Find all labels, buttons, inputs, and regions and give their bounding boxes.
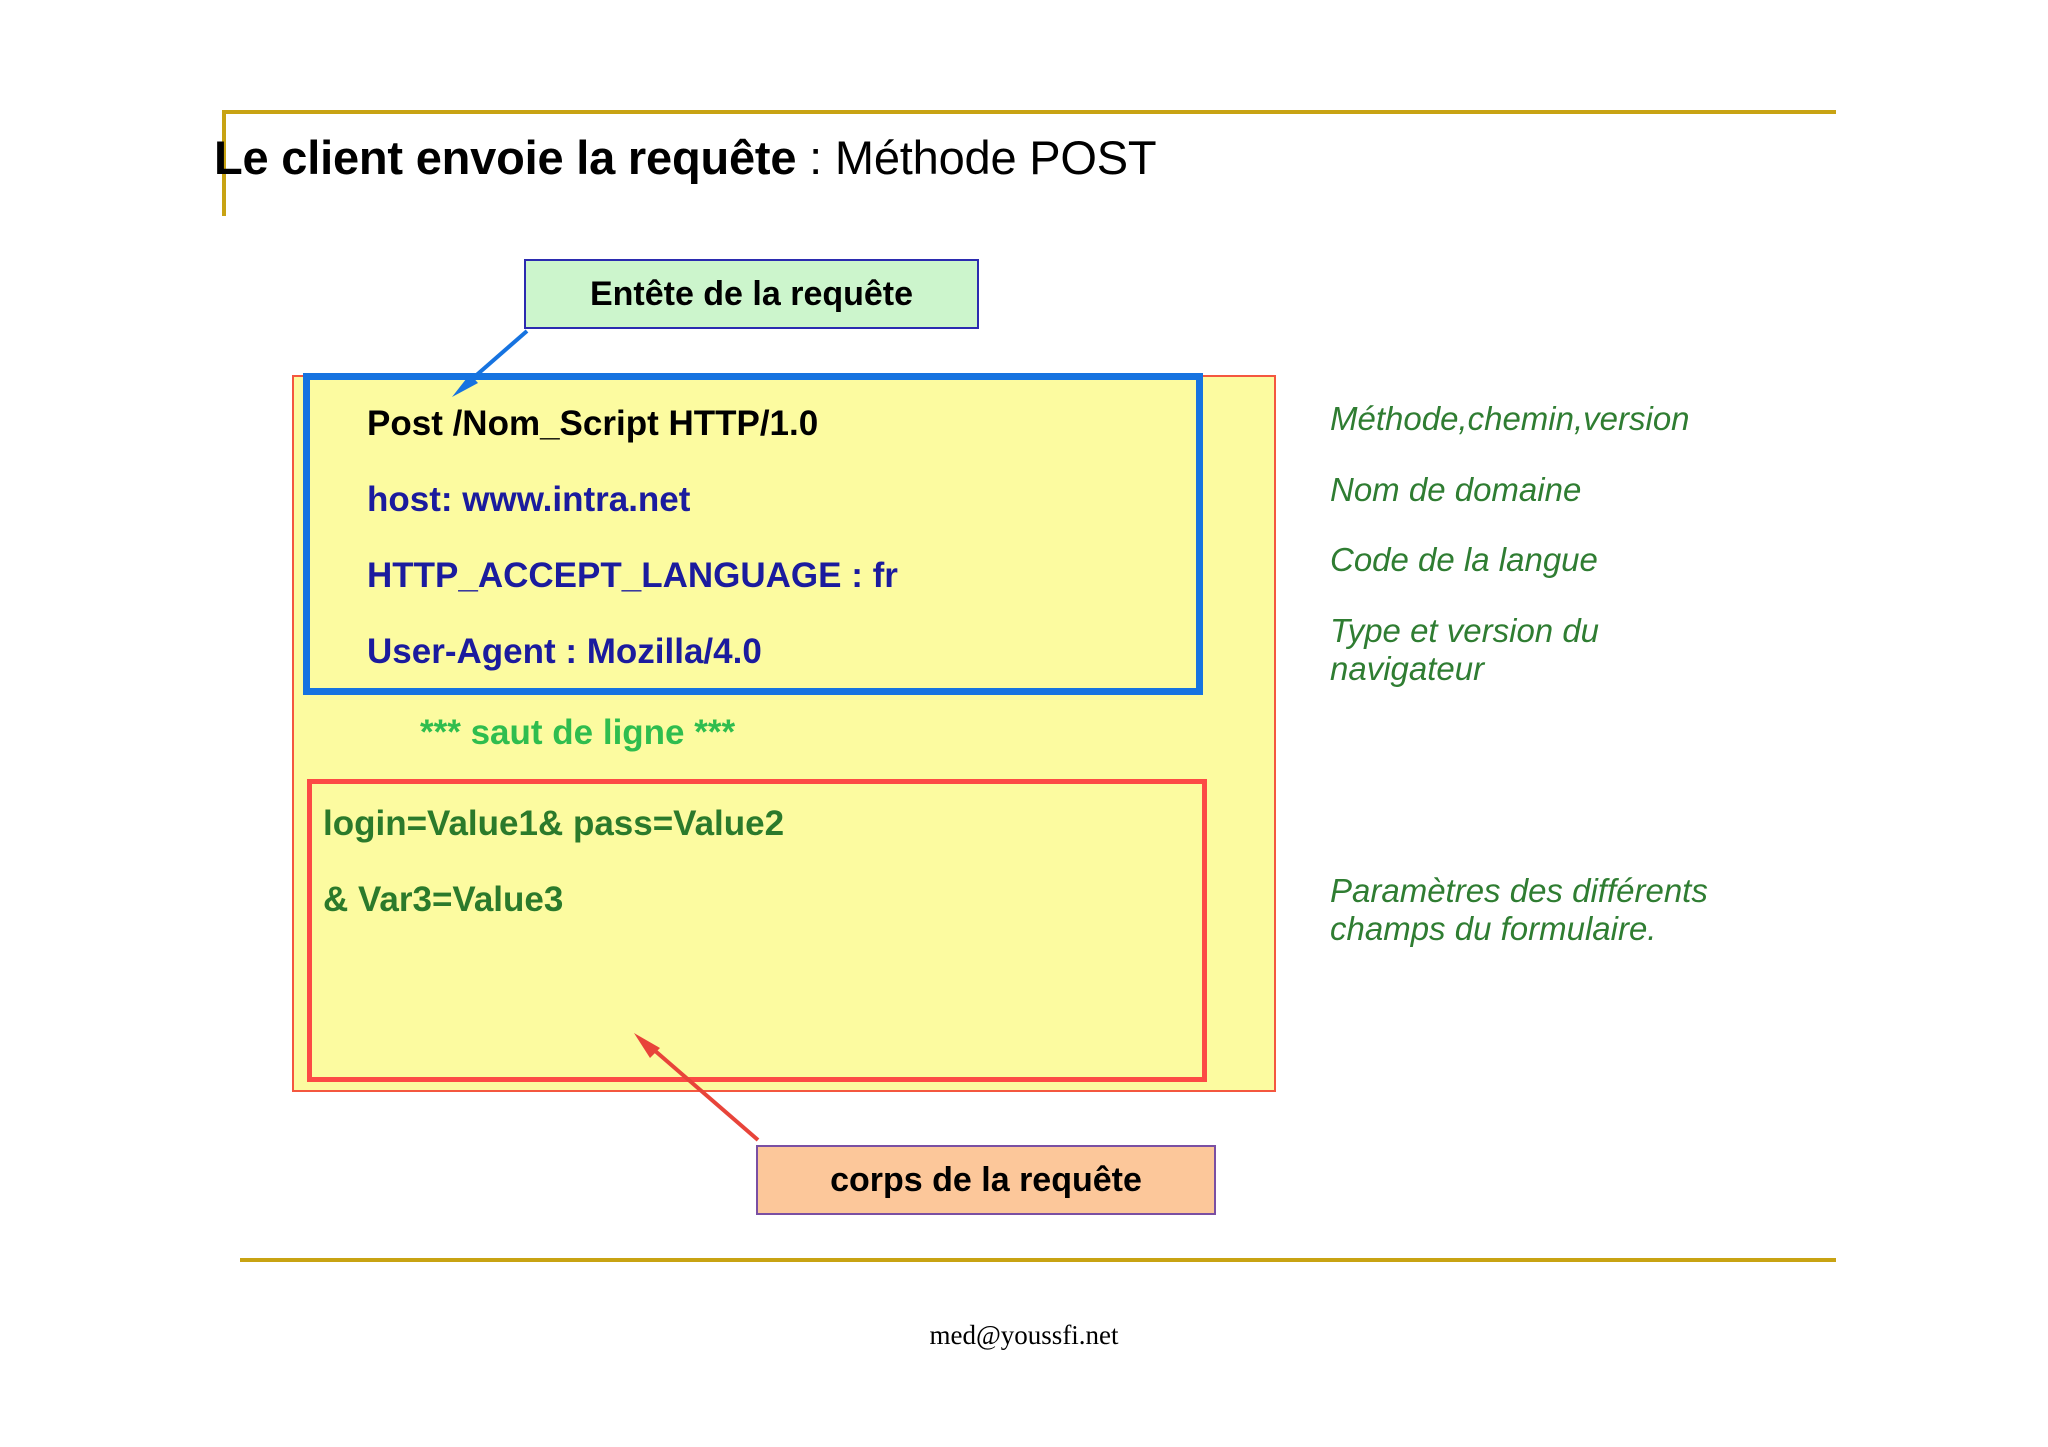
page-title: Le client envoie la requête : Méthode PO… (214, 130, 1157, 185)
header-line-useragent: User-Agent : Mozilla/4.0 (367, 632, 762, 671)
request-body-box: login=Value1& pass=Value2 & Var3=Value3 (307, 779, 1207, 1082)
annotation-language-code: Code de la langue (1330, 541, 1598, 578)
annotation-browser-type: Type et version du navigateur (1330, 612, 1600, 688)
callout-request-header: Entête de la requête (524, 259, 979, 329)
header-line-request: Post /Nom_Script HTTP/1.0 (367, 404, 819, 443)
line-break-separator: *** saut de ligne *** (420, 713, 736, 752)
page-title-bold: Le client envoie la requête (214, 131, 797, 184)
header-line-host: host: www.intra.net (367, 480, 691, 519)
request-header-box: Post /Nom_Script HTTP/1.0 host: www.intr… (303, 373, 1203, 695)
body-line-1: login=Value1& pass=Value2 (323, 804, 785, 843)
footer-rule (240, 1258, 1836, 1262)
title-bracket-tick (222, 110, 226, 216)
page-title-plain: : Méthode POST (796, 131, 1157, 184)
annotation-form-parameters: Paramètres des différents champs du form… (1330, 872, 1708, 948)
annotation-method-path-version: Méthode,chemin,version (1330, 400, 1690, 437)
header-line-language: HTTP_ACCEPT_LANGUAGE : fr (367, 556, 898, 595)
body-line-2: & Var3=Value3 (323, 880, 564, 919)
callout-request-header-label: Entête de la requête (589, 274, 914, 313)
request-header-lines: Post /Nom_Script HTTP/1.0 host: www.intr… (367, 406, 898, 710)
title-top-rule (222, 110, 1836, 114)
callout-request-body-label: corps de la requête (830, 1160, 1142, 1199)
callout-request-body: corps de la requête (756, 1145, 1216, 1215)
request-body-lines: login=Value1& pass=Value2 & Var3=Value3 (323, 806, 784, 958)
footer-email: med@youssfi.net (929, 1320, 1119, 1350)
annotation-domain-name: Nom de domaine (1330, 471, 1582, 508)
